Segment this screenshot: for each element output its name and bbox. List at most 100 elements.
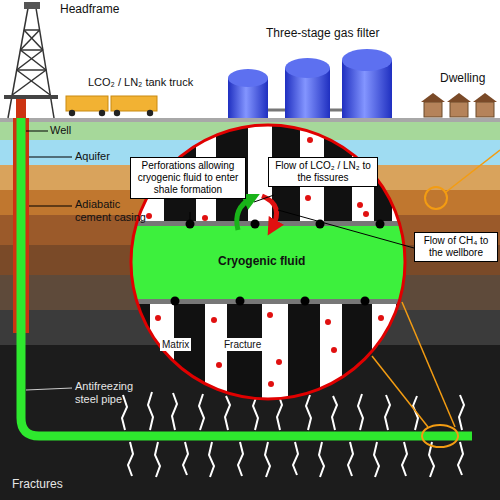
derrick-brace — [17, 69, 46, 71]
gas-dot — [211, 317, 217, 323]
derrick-crown — [24, 2, 40, 9]
filter-tank-top — [342, 49, 392, 71]
band-edge — [125, 221, 415, 226]
gas-dot — [268, 381, 274, 387]
fracture-line — [172, 393, 177, 430]
band-edge — [125, 299, 415, 304]
truck-wheel — [147, 110, 153, 116]
fracture-line — [332, 396, 337, 430]
fracture-line — [265, 442, 270, 477]
perforations — [171, 220, 385, 306]
leader-line — [254, 195, 274, 202]
fracture-line — [183, 442, 188, 475]
perforation-dot — [301, 297, 310, 306]
part-label: Aquifer — [75, 150, 110, 163]
gas-dot — [385, 339, 391, 345]
perforation-dot — [236, 297, 245, 306]
fracture-line — [319, 442, 324, 477]
fracture-column — [262, 302, 288, 410]
leader-line — [190, 212, 191, 220]
derrick-brace — [20, 50, 46, 70]
gas-dot — [146, 213, 152, 219]
zoom-line — [446, 150, 500, 192]
zoom-marker — [422, 425, 458, 447]
gas-dot — [331, 347, 337, 353]
tank-trailer — [66, 96, 108, 111]
house-roof — [447, 93, 471, 102]
outflow-arrow — [262, 196, 277, 228]
perforation-dot — [361, 297, 370, 306]
gas-dot — [307, 137, 313, 143]
gas-dot — [357, 202, 363, 208]
fracture-line — [148, 392, 153, 430]
gas-dot — [276, 359, 282, 365]
sky — [0, 0, 500, 118]
fracture-line — [238, 442, 243, 476]
fracture-line — [402, 442, 407, 476]
leader-line — [29, 157, 72, 158]
fracture-line — [358, 394, 363, 430]
leader-line — [278, 210, 414, 248]
inflow-arrow — [237, 198, 252, 230]
gas-dot — [202, 215, 208, 221]
house — [476, 102, 494, 117]
zoom-marker — [425, 187, 447, 209]
fracture-column — [205, 302, 227, 410]
derrick-brace — [20, 30, 39, 50]
fracture-line — [122, 395, 127, 430]
perforation-dot — [186, 220, 195, 229]
leader-line — [26, 131, 48, 132]
leader-line — [29, 206, 72, 207]
perforation-dot — [171, 297, 180, 306]
fracture-line — [458, 442, 463, 475]
headframe-derrick — [8, 8, 54, 118]
truck-wheel — [99, 110, 105, 116]
truck-wheel — [69, 110, 75, 116]
derrick-brace — [20, 49, 43, 51]
callout-text: Flow of LCO₂ / LN₂ to the fissures — [272, 160, 374, 184]
callout-text: Perforations allowing cryogenic fluid to… — [134, 160, 242, 196]
fracture-line — [225, 396, 230, 430]
gas-dot — [267, 312, 273, 318]
zoom-line — [402, 302, 455, 427]
leader-line — [26, 388, 72, 390]
ground-surface — [0, 118, 500, 122]
house — [450, 102, 468, 117]
gas-dot — [378, 315, 384, 321]
house-roof — [473, 93, 497, 102]
fracture-line — [293, 442, 298, 475]
callout-text: Flow of CH₄ to the wellbore — [418, 235, 494, 259]
fracture-line — [306, 395, 311, 430]
fracture-column — [320, 302, 342, 410]
tank-trailer — [111, 96, 157, 111]
cryogenic-fluid-band — [125, 226, 415, 300]
gas-dot — [305, 195, 311, 201]
derrick-brace — [17, 50, 43, 70]
derrick-brace — [17, 70, 51, 95]
part-label: Three-stage gas filter — [266, 27, 379, 40]
fracture-line — [128, 442, 133, 476]
truck-wheel — [114, 110, 120, 116]
fracture-line — [459, 395, 464, 430]
part-label: Matrix — [160, 338, 191, 351]
fracture-line — [253, 395, 258, 430]
fracture-line — [385, 395, 390, 430]
perforation-dot — [376, 220, 385, 229]
part-label: Well — [50, 124, 71, 137]
derrick-leg — [36, 8, 54, 118]
part-label: Dwelling — [440, 72, 485, 85]
callout-box: Perforations allowing cryogenic fluid to… — [130, 157, 246, 199]
callout-box: Flow of LCO₂ / LN₂ to the fissures — [268, 157, 378, 187]
derrick-platform — [4, 95, 58, 99]
shale-matrix — [125, 120, 415, 410]
gas-dot — [363, 211, 369, 217]
fracture-line — [209, 442, 214, 477]
part-label: Adiabatic cement casing — [75, 198, 155, 224]
zoom-line — [372, 356, 428, 427]
perforation-dot — [251, 220, 260, 229]
filter-tank-top — [228, 69, 268, 87]
fracture-line — [348, 442, 353, 476]
derrick-brace — [24, 30, 43, 50]
callout-box: Flow of CH₄ to the wellbore — [414, 232, 498, 262]
